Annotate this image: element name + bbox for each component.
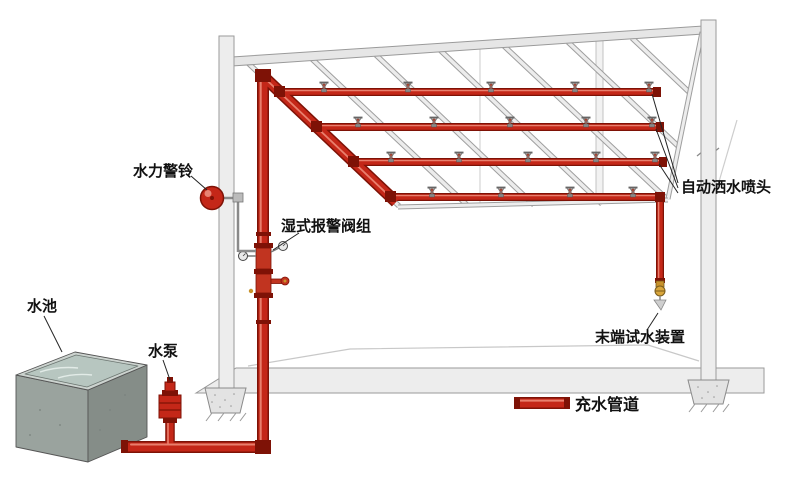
right-footing xyxy=(687,379,730,413)
label-hydraulic-alarm-bell: 水力警铃 xyxy=(133,162,194,180)
floor-inner-edge xyxy=(247,344,700,367)
pipe-fittings xyxy=(121,69,667,454)
leader-line xyxy=(646,312,659,331)
wet-alarm-valve xyxy=(238,241,290,298)
leader-line xyxy=(272,232,300,251)
label-water-pump: 水泵 xyxy=(148,342,178,360)
right-column xyxy=(700,19,717,383)
leader-line xyxy=(190,175,208,191)
ceiling-right-edge-beam xyxy=(665,31,705,200)
alarm-bell xyxy=(199,185,256,253)
floor-slab xyxy=(194,367,765,394)
leader-lines xyxy=(43,93,679,381)
label-wet-alarm-valve-group: 湿式报警阀组 xyxy=(281,217,371,235)
labels: 水力警铃 湿式报警阀组 水池 水泵 自动洒水喷头 末端试水装置 充水管道 xyxy=(27,162,771,414)
leader-line xyxy=(651,93,679,184)
leader-line xyxy=(43,315,63,353)
ceiling-back-edge-beam xyxy=(397,197,669,210)
label-auto-sprinkler-heads: 自动洒水喷头 xyxy=(681,178,771,196)
label-end-test-device: 末端试水装置 xyxy=(595,328,685,346)
back-column xyxy=(595,35,604,203)
leader-line xyxy=(655,128,679,189)
end-test-device xyxy=(653,280,667,311)
left-column xyxy=(218,35,235,389)
tank-water-surface xyxy=(24,354,139,388)
water-ripple xyxy=(39,366,93,379)
label-filled-pipe-legend: 充水管道 xyxy=(575,395,639,414)
label-water-tank: 水池 xyxy=(27,297,57,315)
leader-line xyxy=(658,163,679,194)
water-tank xyxy=(15,351,148,463)
top-front-beam xyxy=(231,25,704,67)
left-footing xyxy=(204,387,247,422)
water-pump xyxy=(158,377,182,423)
leader-line xyxy=(162,359,171,381)
